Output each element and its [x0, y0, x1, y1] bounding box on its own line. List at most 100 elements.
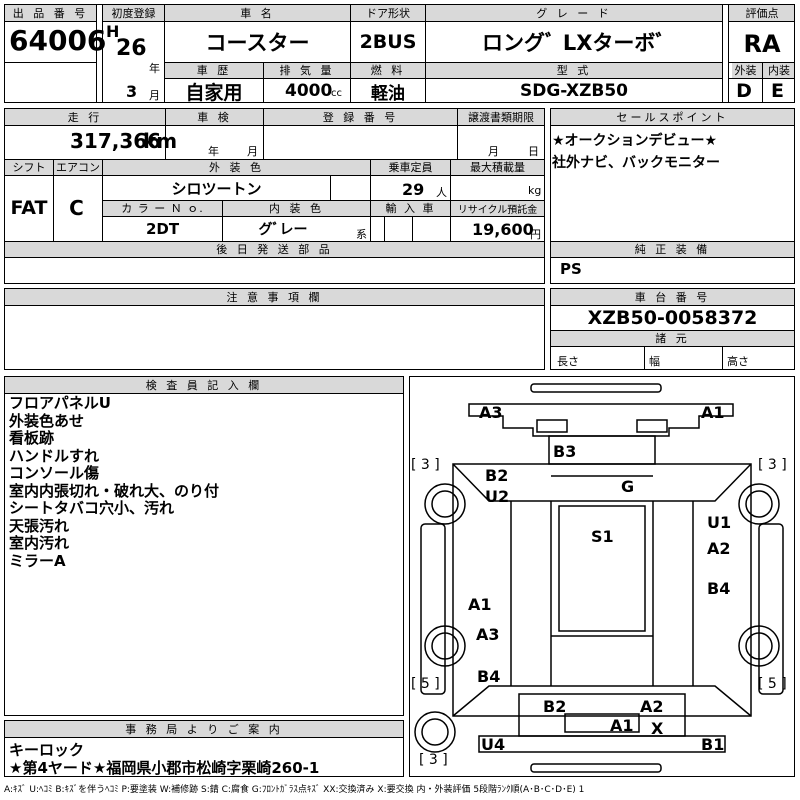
chassis-label: 車 台 番 号 [634, 291, 711, 304]
reg-year: 26 [116, 36, 147, 61]
sales-point-line-1: ★オークションデビュー★ [552, 133, 718, 149]
capacity-unit: 人 [436, 186, 447, 199]
mark-b4-right: B4 [707, 579, 731, 598]
interior-color-label: 内 装 色 [269, 202, 324, 215]
reg-month-unit: 月 [149, 89, 160, 102]
car-name-label: 車 名 [240, 7, 275, 20]
inspector-box [4, 376, 404, 716]
mark-a1-front: A1 [701, 403, 725, 422]
mileage-label: 走 行 [67, 111, 103, 124]
inspector-line: ミラーA [9, 551, 66, 570]
later-parts-label: 後 日 発 送 部 品 [216, 243, 333, 256]
chassis-number: XZB50-0058372 [587, 307, 758, 329]
damage-diagram [409, 376, 795, 777]
recycle: 19,600 [472, 220, 534, 239]
mark-b3: B3 [553, 442, 577, 461]
lot-label: 出 品 番 号 [12, 7, 89, 20]
score: RA [743, 30, 781, 58]
mark-u2: U2 [485, 487, 510, 506]
interior-color: グﾞレー [258, 222, 308, 238]
inspection-label: 車 検 [197, 111, 232, 124]
aircon-label: エアコン [56, 161, 100, 174]
color-no-label: カ ラ ー Ｎ ｏ. [121, 202, 204, 215]
displacement-unit: cc [331, 88, 342, 99]
mark-b4-left: B4 [477, 667, 501, 686]
recycle-label: リサイクル預託金 [457, 204, 538, 216]
damage-legend: A:ｷｽﾞ U:ﾍｺﾐ B:ｷｽﾞを伴うﾍｺﾐ P:要塗装 W:補修跡 S:錆 … [4, 785, 585, 795]
exterior-color: シロツートン [171, 179, 262, 198]
spec-length: 長さ [557, 355, 579, 368]
max-load-unit: kg [528, 184, 542, 197]
history-label: 車 歴 [196, 64, 232, 77]
int-score: E [771, 80, 787, 102]
reg-month: 3 [126, 82, 138, 101]
transfer-day-unit: 日 [528, 145, 539, 158]
displacement: 4000 [285, 81, 333, 101]
capacity-label: 乗車定員 [388, 161, 433, 174]
tire-rear-left: [ 5 ] [411, 676, 440, 692]
inspector-notes: フロアパネルU 外装色あせ 看板跡 ハンドルすれ コンソール傷 室内内張切れ・破… [9, 394, 219, 570]
model-label: 型 式 [556, 64, 592, 77]
mark-u4: U4 [481, 735, 506, 754]
inspector-line: 室内汚れ [9, 534, 70, 552]
history: 自家用 [185, 81, 243, 104]
mark-a1-mid: A1 [468, 595, 492, 614]
spec-width: 幅 [649, 355, 660, 368]
inspector-label: 検 査 員 記 入 欄 [145, 379, 263, 392]
mark-x: X [651, 719, 664, 738]
era: H [106, 22, 120, 41]
reg-year-unit: 年 [149, 62, 160, 75]
mark-u1: U1 [707, 513, 732, 532]
mark-a3-front: A3 [479, 403, 503, 422]
genuine-equipment: PS [560, 260, 582, 278]
displacement-label: 排 気 量 [279, 64, 335, 77]
grade-label: グ レ ー ド [536, 7, 612, 20]
mark-s1: S1 [591, 527, 614, 546]
bus-outline-drawing [414, 383, 784, 773]
sales-point-label: セールスポイント [616, 111, 729, 124]
door-label: ドア形状 [366, 7, 410, 20]
tire-front-right: [ 3 ] [758, 457, 787, 473]
ext-score-label: 外装 [734, 64, 757, 77]
inspector-line: 外装色あせ [9, 411, 85, 430]
capacity: 29 [402, 180, 425, 199]
import-label: 輸 入 車 [385, 202, 436, 215]
office-label: 事 務 局 よ り ご 案 内 [125, 723, 283, 736]
lot-number: 64006 [9, 24, 107, 57]
inspector-line: 天張汚れ [9, 516, 70, 535]
inspector-line: 看板跡 [9, 429, 55, 447]
shift: FAT [10, 197, 48, 219]
mark-a1-rear: A1 [610, 716, 634, 735]
tire-spare: [ 3 ] [419, 752, 448, 768]
int-score-label: 内装 [768, 64, 790, 77]
notes-label: 注 意 事 項 欄 [226, 291, 323, 304]
mark-g: G [621, 477, 635, 496]
sales-point-line-2: 社外ナビ、バックモニター [552, 155, 720, 171]
registration-label: 登 録 番 号 [322, 111, 399, 124]
mileage: 317,366 [70, 129, 162, 153]
door-type: 2BUS [359, 31, 417, 53]
ext-score: D [736, 80, 755, 102]
mark-b2-rear: B2 [543, 697, 567, 716]
transfer-month-unit: 月 [488, 145, 499, 158]
mark-b1: B1 [701, 735, 725, 754]
aircon: C [69, 196, 87, 220]
first-reg-label: 初度登録 [111, 7, 156, 20]
exterior-color-label: 外 装 色 [209, 161, 264, 174]
mark-a3-mid: A3 [476, 625, 500, 644]
mileage-unit: km [143, 129, 178, 153]
car-name: コースター [205, 31, 310, 55]
grade: ロングﾞ LXターボﾞ [482, 31, 666, 55]
shift-label: シフト [12, 161, 46, 174]
model: SDG-XZB50 [519, 81, 629, 101]
score-label: 評価点 [745, 7, 779, 20]
office-line-1: キーロック [9, 741, 85, 759]
inspector-line: コンソール傷 [9, 464, 100, 482]
mark-b2-left: B2 [485, 466, 509, 485]
inspection-month-unit: 月 [247, 145, 258, 158]
inspector-line: ハンドルすれ [9, 446, 100, 465]
genuine-equipment-label: 純 正 装 備 [634, 243, 711, 256]
color-no: 2DT [145, 220, 180, 238]
recycle-unit: 円 [530, 228, 541, 241]
mark-a2-rear: A2 [640, 697, 664, 716]
